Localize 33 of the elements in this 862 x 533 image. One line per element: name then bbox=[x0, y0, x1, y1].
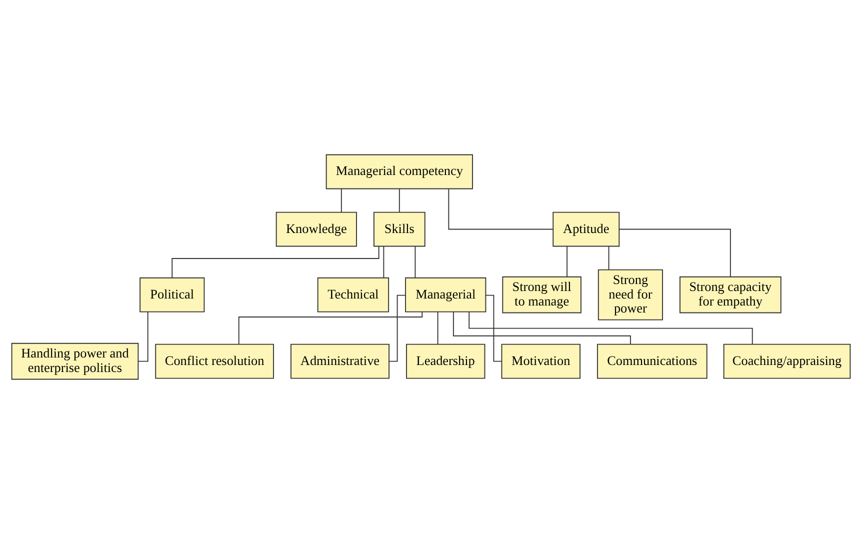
connector bbox=[468, 310, 753, 344]
node-box: Skills bbox=[373, 211, 426, 246]
node-box: Technical bbox=[317, 276, 390, 312]
connector bbox=[388, 294, 406, 362]
node-box: Managerial competency bbox=[326, 154, 473, 189]
node-box: Strong capacity for empathy bbox=[680, 276, 782, 313]
node-box: Administrative bbox=[290, 343, 390, 378]
connector bbox=[414, 246, 416, 278]
node-box: Conflict resolution bbox=[155, 343, 274, 378]
connector bbox=[452, 311, 631, 344]
connector bbox=[566, 246, 568, 277]
connector bbox=[398, 188, 400, 212]
connector bbox=[340, 188, 342, 212]
node-box: Leadership bbox=[406, 343, 486, 378]
node-box: Coaching/appraising bbox=[723, 343, 851, 378]
node-box: Knowledge bbox=[276, 211, 357, 246]
connector bbox=[608, 246, 610, 270]
connector bbox=[618, 228, 731, 277]
connector bbox=[437, 310, 438, 344]
connector bbox=[238, 310, 423, 344]
connector bbox=[172, 245, 380, 278]
node-box: Communications bbox=[596, 343, 708, 378]
node-box: Motivation bbox=[501, 343, 580, 378]
node-box: Handling power and enterprise politics bbox=[11, 342, 139, 380]
connector bbox=[485, 294, 502, 362]
node-box: Aptitude bbox=[552, 211, 620, 246]
connector bbox=[383, 246, 384, 278]
node-box: Managerial bbox=[405, 276, 486, 312]
node-box: Strong need for power bbox=[598, 268, 663, 320]
node-box: Strong will to manage bbox=[502, 276, 582, 313]
connector bbox=[448, 188, 554, 230]
node-box: Political bbox=[140, 276, 205, 312]
connector bbox=[138, 310, 148, 362]
